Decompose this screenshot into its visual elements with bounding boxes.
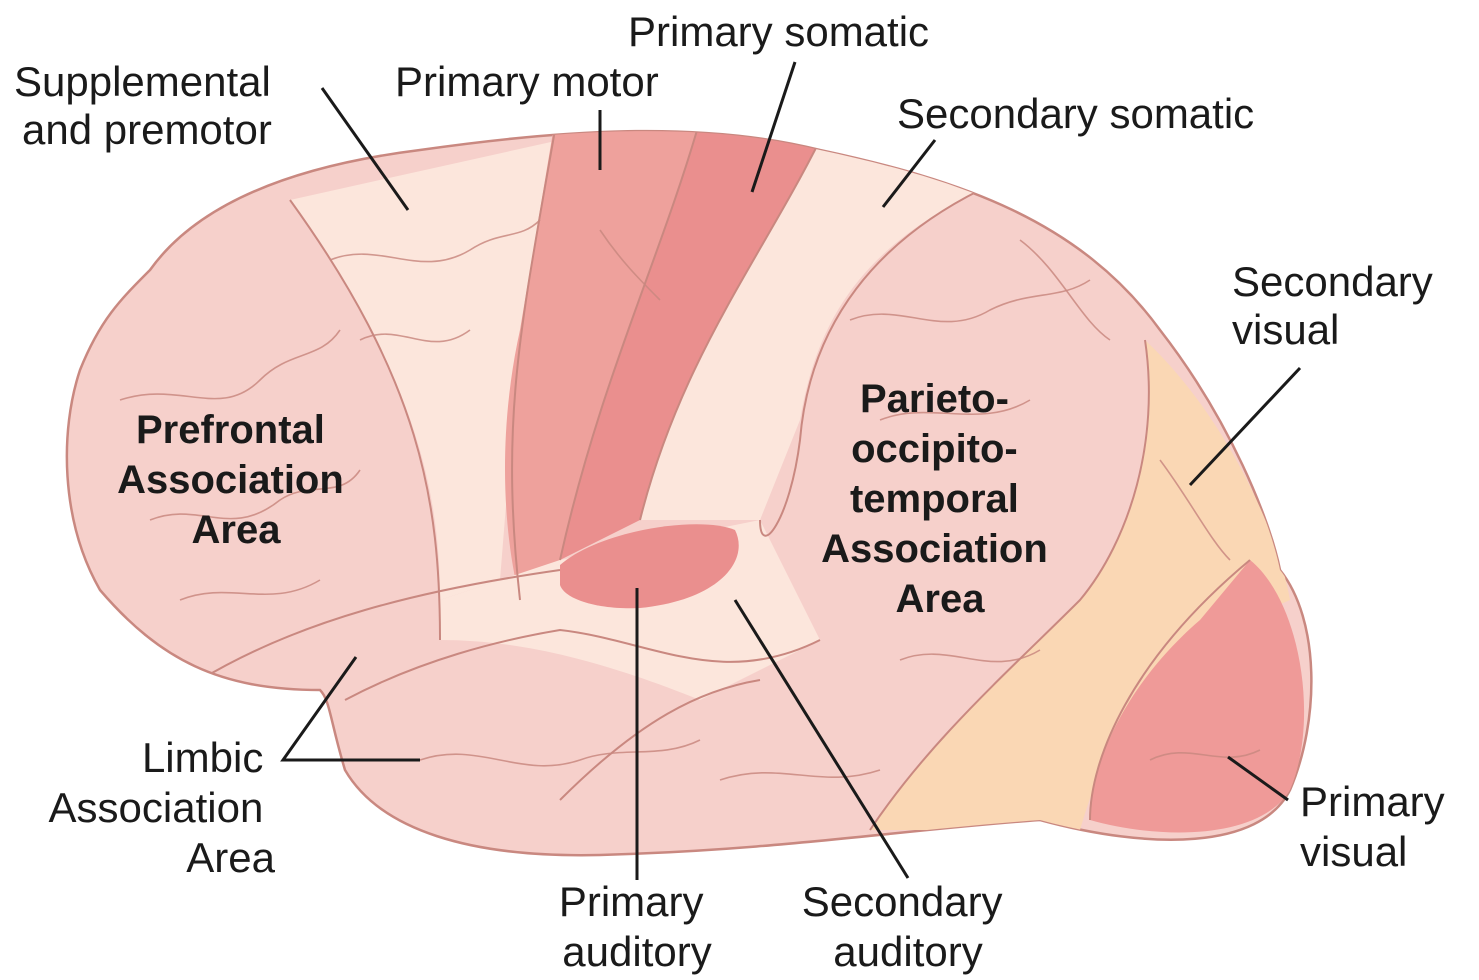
label-line: Parieto- [860,377,1009,421]
label-line: Secondary [802,878,1003,925]
label-line: visual [1300,828,1407,875]
label-primary-somatic: Primary somatic [628,8,929,55]
label-line: Association [49,784,264,831]
label-line: Prefrontal [136,408,325,452]
label-primary-visual: Primary visual [1300,778,1456,875]
label-primary-motor: Primary motor [395,58,659,105]
label-line: occipito- [851,427,1018,471]
label-secondary-auditory: Secondary auditory [802,878,1014,975]
label-line: Primary [559,878,704,925]
label-line: Secondary [1232,258,1433,305]
label-line: Association [117,458,344,502]
label-line: auditory [562,928,711,975]
label-primary-auditory: Primary auditory [559,878,715,975]
label-line: Area [192,508,282,552]
label-line: Limbic [142,734,263,781]
label-line: Area [896,577,986,621]
label-line: visual [1232,306,1339,353]
label-line: Primary [1300,778,1445,825]
label-line: temporal [850,477,1019,521]
label-line: and premotor [22,106,272,153]
label-line: Area [186,834,275,881]
label-line: auditory [833,928,982,975]
label-line: Association [821,527,1048,571]
label-limbic: Limbic Association Area [49,734,276,881]
label-supplemental-premotor: Supplemental and premotor [14,58,283,153]
label-secondary-visual: Secondary visual [1232,258,1444,353]
label-line: Supplemental [14,58,271,105]
label-secondary-somatic: Secondary somatic [897,90,1254,137]
